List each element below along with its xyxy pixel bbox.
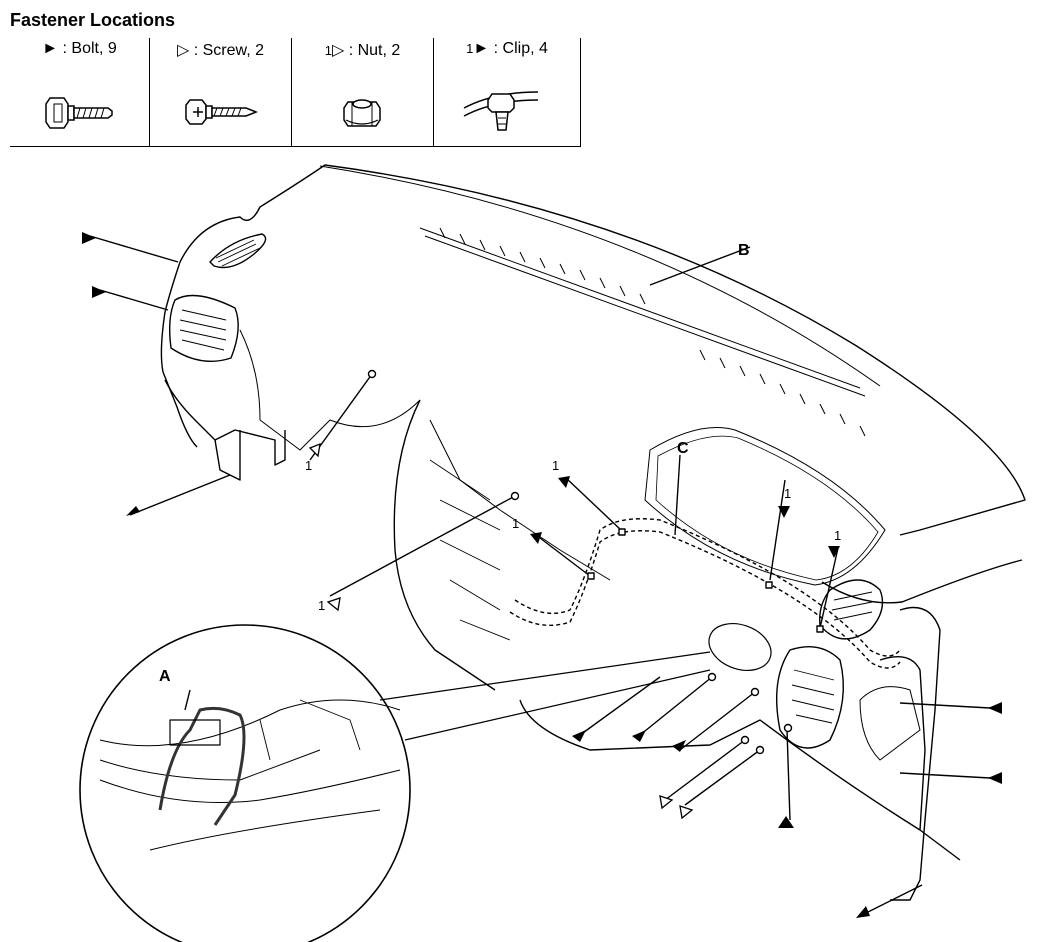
detail-view-a-circle [79, 624, 411, 942]
clip-marker [558, 476, 570, 488]
crash-pad-outline [179, 164, 1026, 536]
bolt-icon [45, 97, 113, 129]
screw-marker [679, 805, 694, 820]
wiring-harness-c [509, 530, 901, 669]
legend-clip-symbol: ► [473, 40, 490, 57]
callout-a: A [159, 668, 171, 685]
marker-prefix: 1 [318, 598, 325, 613]
nut-marker [326, 597, 341, 612]
marker-prefix: 1 [784, 486, 791, 501]
bolt-marker [572, 730, 586, 742]
legend-bolt-text: : Bolt, 9 [58, 40, 117, 57]
callout-c: C [677, 440, 689, 457]
legend-bolt: ► : Bolt, 9 [10, 38, 150, 147]
bolt-marker [778, 816, 794, 828]
bolt-marker [92, 286, 106, 298]
bolt-marker [632, 730, 646, 742]
clip-marker [778, 506, 790, 518]
bolt-marker [856, 906, 870, 918]
screw-icon [185, 99, 259, 125]
nut-marker [308, 442, 321, 458]
page-title: Fastener Locations [10, 10, 176, 30]
clip-markers [530, 476, 840, 558]
legend-clip: 1► : Clip, 4 [434, 38, 581, 147]
hollow-markers [308, 442, 694, 820]
nut-icon [343, 99, 381, 127]
callout-b: B [738, 242, 750, 259]
bolt-markers [82, 232, 1002, 918]
bolt-marker [672, 740, 686, 752]
marker-prefix: 1 [834, 528, 841, 543]
marker-prefix: 1 [552, 458, 559, 473]
legend-clip-prefix: 1 [466, 41, 474, 56]
bolt-marker [126, 506, 140, 516]
legend-screw-text: : Screw, 2 [189, 42, 264, 59]
legend-nut-text: : Nut, 2 [344, 42, 401, 59]
clip-marker [828, 546, 840, 558]
bolt-marker [988, 772, 1002, 784]
screw-marker [659, 795, 674, 810]
marker-prefix: 1 [512, 516, 519, 531]
legend-clip-text: : Clip, 4 [489, 40, 548, 57]
bolt-marker [988, 702, 1002, 714]
bolt-marker [82, 232, 96, 244]
marker-prefix: 1 [305, 458, 312, 473]
clip-icon [463, 91, 539, 131]
legend-screw-symbol: ▷ [176, 42, 190, 59]
legend-nut-symbol: ▷ [331, 42, 345, 59]
legend-screw: ▷ : Screw, 2 [150, 38, 292, 147]
clip-marker [530, 532, 542, 544]
legend-nut: 1▷ : Nut, 2 [292, 38, 434, 147]
legend-bolt-symbol: ► [42, 40, 59, 57]
legend-nut-prefix: 1 [324, 43, 332, 58]
marker-prefixes: 1 1 1 1 1 1 [305, 458, 841, 613]
